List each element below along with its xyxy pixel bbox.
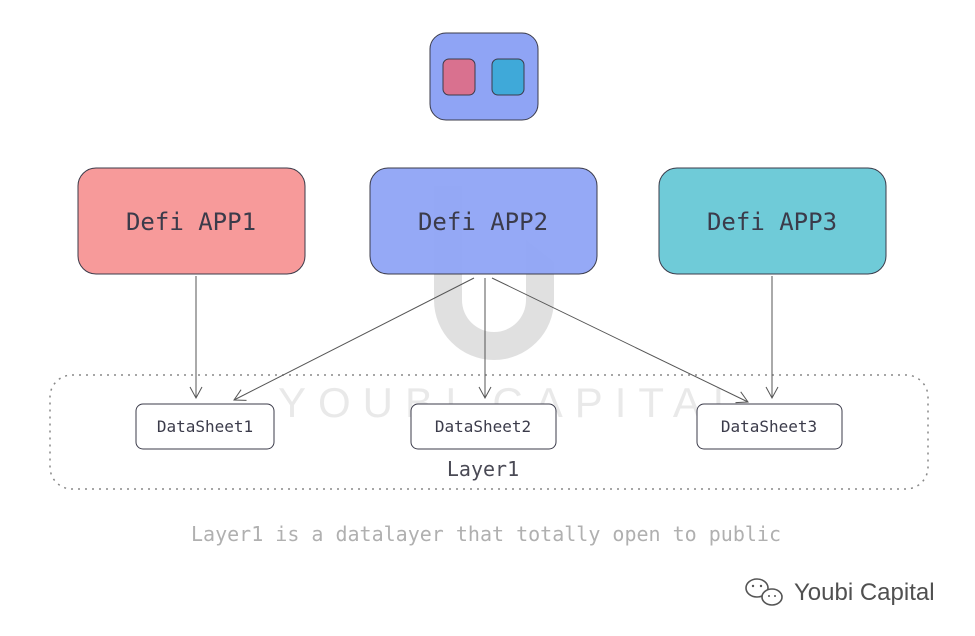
brand: Youbi Capital <box>745 578 935 606</box>
layer1-container <box>49 374 929 490</box>
datasheet-1: DataSheet1 <box>135 403 275 450</box>
brand-name: Youbi Capital <box>794 579 935 606</box>
datasheet-3: DataSheet3 <box>696 403 843 450</box>
pink-square-icon <box>442 58 476 96</box>
wechat-icon <box>745 578 783 606</box>
datasheet-2: DataSheet2 <box>410 403 557 450</box>
app-box-2-label: Defi APP2 <box>418 208 548 236</box>
datasheet-1-label: DataSheet1 <box>157 417 253 436</box>
layer1-label: Layer1 <box>447 457 519 481</box>
datasheet-2-label: DataSheet2 <box>435 417 531 436</box>
datasheet-2-box <box>410 403 557 450</box>
caption: Layer1 is a datalayer that totally open … <box>191 522 781 546</box>
app-box-2-rect <box>369 167 598 275</box>
top-widget-box <box>429 32 539 121</box>
app-box-2: Defi APP2 <box>369 167 598 275</box>
app-box-3: Defi APP3 <box>658 167 887 275</box>
blue-square-icon <box>491 58 525 96</box>
watermark-logo-icon <box>434 186 554 360</box>
app-box-3-label: Defi APP3 <box>707 208 837 236</box>
app-box-3-rect <box>658 167 887 275</box>
datasheet-3-label: DataSheet3 <box>721 417 817 436</box>
app-box-1-label: Defi APP1 <box>126 208 256 236</box>
arrow-app2-datasheet1 <box>233 277 475 401</box>
app-box-1-rect <box>77 167 306 275</box>
top-widget <box>429 32 539 121</box>
datasheet-1-box <box>135 403 275 450</box>
app-box-1: Defi APP1 <box>77 167 306 275</box>
datasheet-3-box <box>696 403 843 450</box>
arrow-app2-datasheet3 <box>491 277 749 404</box>
